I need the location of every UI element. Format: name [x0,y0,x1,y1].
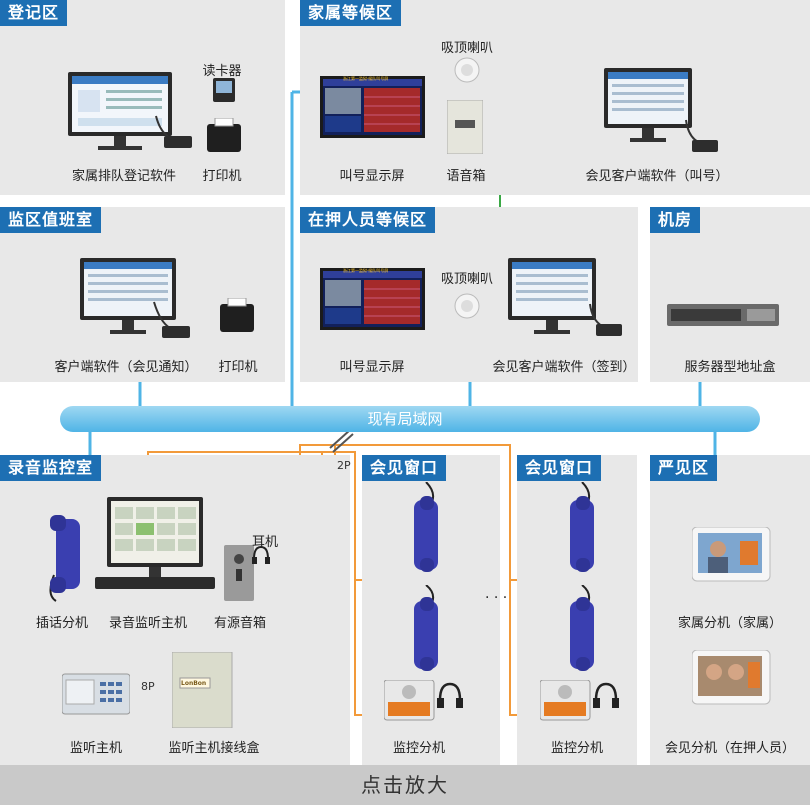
zone-title-machine-room: 机房 [650,207,701,233]
zone-title-window-2: 会见窗口 [517,455,602,481]
monitor-host [62,673,130,715]
zone-title-detainee-wait: 在押人员等候区 [300,207,436,233]
desk-microphone-2 [685,119,718,152]
printer-2-label: 打印机 [218,360,258,375]
family-ext-label: 家属分机（家属） [677,616,783,631]
meeting-client-call-pc [604,68,692,142]
call-display-1-title: 浙江第一监狱·候队叫号屏 [343,76,389,81]
card-reader [213,78,235,102]
monitor-ext-1-label: 监控分机 [392,741,446,756]
active-speaker-label: 有源音箱 [213,616,267,631]
zone-strict: 严见区 [650,455,810,765]
window1-phone-1 [414,482,438,572]
headphone-label: 耳机 [251,535,279,550]
meeting-client-signin-pc [508,258,596,334]
printer-1 [207,118,241,152]
call-display-2-title: 浙江第一监狱·候队叫号屏 [343,268,389,273]
desk-microphone-4 [589,303,622,336]
client-notify-label: 客户端软件（会见通知） [54,360,198,375]
zone-title-registration: 登记区 [0,0,68,26]
wire-2p-label: 2P [337,459,351,472]
call-display-1-label: 叫号显示屏 [339,169,405,184]
monitor-host-label: 监听主机 [69,741,123,756]
monitor-junction-box [172,652,233,728]
monitor-junction-label: 监听主机接线盒 [168,741,260,756]
card-reader-label: 读卡器 [202,64,242,79]
ceiling-speaker-2 [454,293,480,319]
zone-title-strict: 严见区 [650,455,718,481]
record-host-pc [95,497,215,589]
server-box [667,304,779,326]
zoom-footer-label[interactable]: 点击放大 [361,773,449,797]
meeting-client-signin-label: 会见客户端软件（签到） [492,360,636,375]
zoom-footer[interactable]: 点击放大 [0,765,810,805]
monitor-ext-2-label: 监控分机 [550,741,604,756]
wire-8p-label: 8P [141,680,155,693]
headphone-icon [252,545,270,564]
window2-phone-1 [570,482,594,572]
wire-segment [332,433,354,453]
active-speaker [224,545,254,601]
zone-title-family-wait: 家属等候区 [300,0,402,26]
window1-phone-2 [414,585,438,671]
detainee-ext-tablet [692,650,771,705]
wire-segment [329,429,351,449]
family-queue-software-label: 家属排队登记软件 [71,169,177,184]
window2-phone-2 [570,585,594,671]
voice-box-label: 语音箱 [446,169,486,184]
family-ext-tablet [692,527,771,582]
lan-bar [60,406,760,432]
call-display-2 [320,268,425,330]
printer-2 [220,298,254,332]
call-display-2-label: 叫号显示屏 [339,360,405,375]
zone-machine-room: 机房 [650,207,810,382]
ceiling-speaker-1 [454,57,480,83]
registration-pc [68,72,172,150]
zone-title-window-1: 会见窗口 [362,455,447,481]
desk-microphone [155,115,192,148]
client-notify-pc [80,258,176,334]
call-display-1 [320,76,425,138]
lan-label: 现有局域网 [367,410,443,428]
insert-ext-label: 插话分机 [35,616,89,631]
zone-title-recording-room: 录音监控室 [0,455,102,481]
ceiling-speaker-1-label: 吸顶喇叭 [440,41,494,56]
ellipsis: · · · [485,590,508,606]
window1-monitor-ext [384,680,463,721]
voice-box [447,100,483,154]
zone-title-duty-room: 监区值班室 [0,207,102,233]
desk-microphone-3 [153,301,190,338]
meeting-client-call-label: 会见客户端软件（叫号） [585,169,729,184]
ceiling-speaker-2-label: 吸顶喇叭 [440,272,494,287]
printer-1-label: 打印机 [202,169,242,184]
brand-label: LonBon [181,680,207,687]
window2-monitor-ext [540,680,619,721]
detainee-ext-label: 会见分机（在押人员） [664,741,796,756]
record-host-label: 录音监听主机 [108,616,188,631]
server-box-label: 服务器型地址盒 [684,360,776,375]
insert-ext-phone [49,515,80,602]
